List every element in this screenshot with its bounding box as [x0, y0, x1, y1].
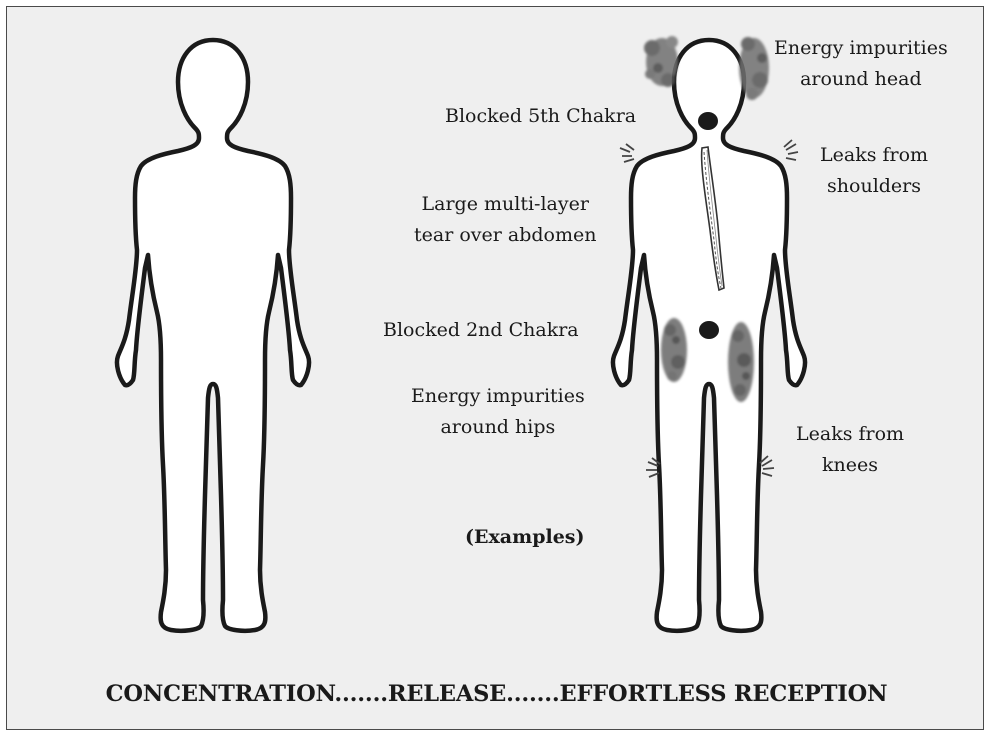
head-impurity-cloud-left	[644, 36, 678, 87]
label-hip-impurities: Energy impurities around hips	[411, 381, 585, 443]
label-shoulder-leaks-line2: shoulders	[820, 171, 928, 202]
chakra-5-dot	[698, 112, 718, 130]
bottom-caption: CONCENTRATION.......RELEASE.......EFFORT…	[0, 681, 993, 707]
label-hip-impurities-line1: Energy impurities	[411, 381, 585, 412]
label-blocked-2nd-chakra: Blocked 2nd Chakra	[383, 315, 579, 346]
label-abdomen-tear: Large multi-layer tear over abdomen	[414, 189, 596, 251]
label-blocked-5th-chakra: Blocked 5th Chakra	[445, 101, 636, 132]
shoulder-leak-right-icon	[784, 140, 798, 160]
left-figure	[117, 40, 309, 631]
knee-leak-right-icon	[760, 456, 774, 476]
label-shoulder-leaks-line1: Leaks from	[820, 140, 928, 171]
label-head-impurities-line1: Energy impurities	[774, 33, 948, 64]
label-shoulder-leaks: Leaks from shoulders	[820, 140, 928, 202]
label-abdomen-tear-line1: Large multi-layer	[414, 189, 596, 220]
label-abdomen-tear-line2: tear over abdomen	[414, 220, 596, 251]
examples-label: (Examples)	[465, 526, 585, 548]
label-hip-impurities-line2: around hips	[411, 412, 585, 443]
shoulder-leak-left-icon	[620, 144, 634, 162]
label-knee-leaks-line1: Leaks from	[796, 419, 904, 450]
label-knee-leaks-line2: knees	[796, 450, 904, 481]
label-knee-leaks: Leaks from knees	[796, 419, 904, 481]
label-head-impurities: Energy impurities around head	[774, 33, 948, 95]
hip-impurity-cloud-left	[661, 318, 687, 382]
chakra-2-dot	[699, 321, 719, 339]
hip-impurity-cloud-right	[728, 322, 754, 402]
label-head-impurities-line2: around head	[774, 64, 948, 95]
